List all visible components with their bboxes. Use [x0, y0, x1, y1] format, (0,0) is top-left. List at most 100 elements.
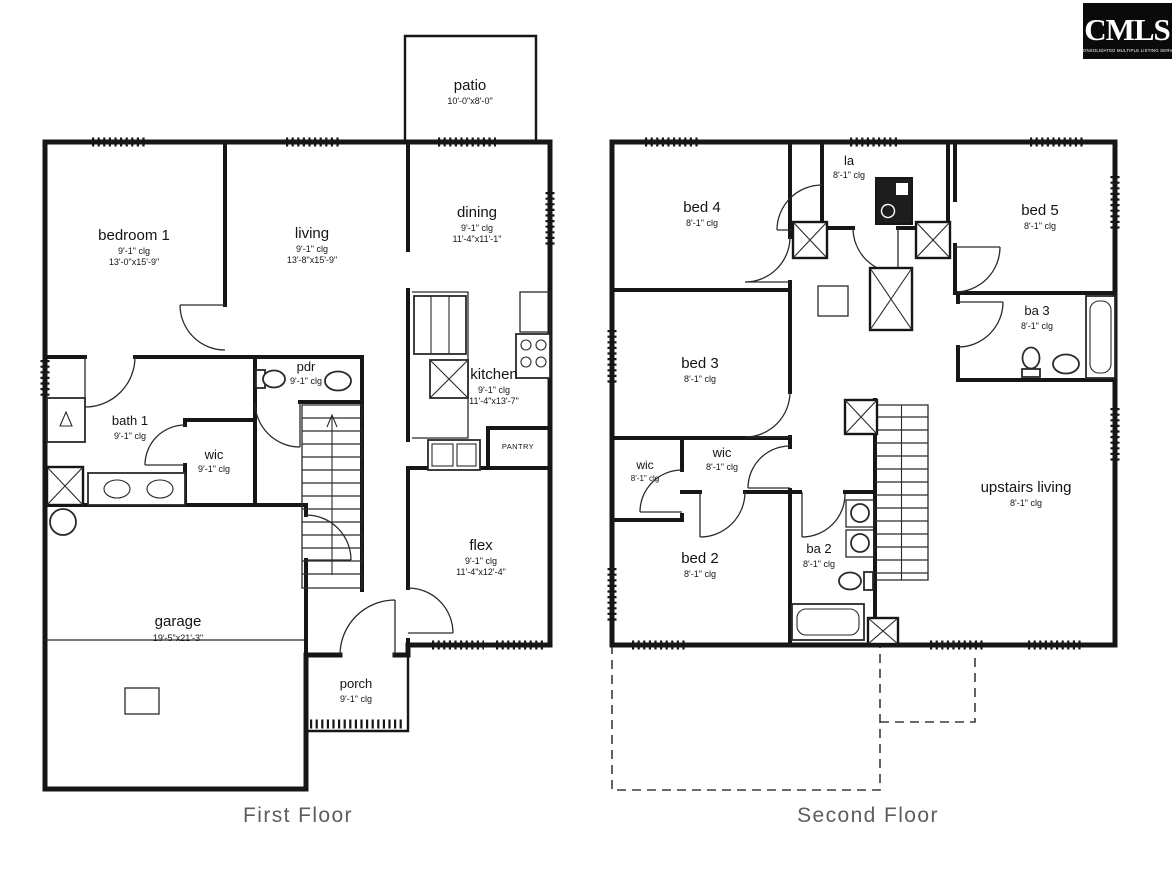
room-clg-porch: 9'-1" clg: [340, 694, 372, 704]
room-dims-living: 13'-8"x15'-9": [287, 255, 337, 265]
porch-outline: [304, 653, 410, 733]
cmls-logo-subtext: CONSOLIDATED MULTIPLE LISTING SERVICE: [1080, 48, 1174, 53]
room-label-bedroom1: bedroom 1: [98, 227, 170, 244]
room-clg-wic: 9'-1" clg: [198, 464, 230, 474]
room-label-flex: flex: [469, 537, 493, 554]
bath-vanity: [87, 472, 186, 506]
room-label-wic-b: wic: [712, 445, 732, 460]
room-clg-ba3: 8'-1" clg: [1021, 321, 1053, 331]
second-floor-plan: la 8'-1" clg bed 4 8'-1" clg bed 5 8'-1"…: [607, 137, 1120, 827]
room-clg-ba2: 8'-1" clg: [803, 559, 835, 569]
room-clg-dining: 9'-1" clg: [461, 223, 493, 233]
bath-fixtures: [45, 369, 352, 536]
room-label-porch: porch: [340, 676, 373, 691]
shower-drain-triangle: [59, 410, 73, 427]
room-dims-flex: 11'-4"x12'-4": [456, 567, 506, 577]
room-label-patio: patio: [454, 77, 487, 94]
washer-window: [896, 183, 908, 195]
ba3-fixtures: [1021, 295, 1116, 379]
room-label-ba3: ba 3: [1024, 303, 1049, 318]
garage-pad: [124, 687, 160, 715]
room-clg-bed4: 8'-1" clg: [686, 218, 718, 228]
ba2-toilet-bowl: [838, 571, 862, 591]
first-floor-stairs: [301, 404, 363, 589]
room-clg-laundry: 8'-1" clg: [833, 170, 865, 180]
room-label-dining: dining: [457, 204, 497, 221]
closet-xbox-left-x: [792, 221, 828, 259]
ba3-sink: [1052, 353, 1080, 375]
storage-xbox-x: [844, 399, 878, 435]
sink-basin-left: [431, 443, 454, 467]
laundry-appliance: [875, 177, 913, 225]
linen-xbox-x: [46, 466, 84, 506]
xboxes: [791, 220, 952, 646]
second-floor-stairs: [875, 404, 929, 581]
burner-1: [520, 339, 532, 351]
floor-title-first: First Floor: [243, 804, 353, 827]
stair-outline: [301, 404, 363, 589]
room-label-bed4: bed 4: [683, 199, 721, 216]
room-clg-wic-b: 8'-1" clg: [706, 462, 738, 472]
room-label-bed3: bed 3: [681, 355, 719, 372]
first-floor-plan: patio 10'-0"x8'-0" bedroom 1 9'-1" clg 1…: [40, 34, 555, 827]
dishwasher-x: [429, 359, 469, 399]
water-heater: [49, 508, 77, 536]
sink-basin-right: [456, 443, 477, 467]
first-floor-perimeter-wall: [42, 139, 553, 792]
room-label-wic: wic: [204, 447, 224, 462]
powder-toilet-bowl: [262, 369, 286, 389]
kitchen-counter-right: [519, 291, 551, 333]
room-label-bed5: bed 5: [1021, 202, 1059, 219]
room-dims-patio: 10'-0"x8'-0": [447, 96, 492, 106]
room-dims-kitchen: 11'-4"x13'-7": [469, 396, 519, 406]
cabinet-dividers: [430, 296, 450, 354]
stair-xbox-x: [867, 617, 899, 645]
room-clg-kitchen: 9'-1" clg: [478, 385, 510, 395]
room-clg-pdr: 9'-1" clg: [290, 376, 322, 386]
vanity-sink-left: [103, 479, 131, 499]
ba2-sink-1: [850, 503, 870, 523]
floor-title-second: Second Floor: [797, 804, 939, 827]
kitchen-sink: [427, 439, 481, 471]
dashed-footprint: [611, 645, 976, 791]
cmls-logo-background: [1083, 3, 1172, 59]
kitchen-fixtures: [412, 291, 551, 471]
room-clg-flex: 9'-1" clg: [465, 556, 497, 566]
patio-outline: [403, 34, 538, 144]
shower: [46, 397, 86, 443]
room-dims-dining: 11'-4"x11'-1": [452, 234, 501, 244]
cmls-logo: CMLS CONSOLIDATED MULTIPLE LISTING SERVI…: [1080, 3, 1174, 59]
refrigerator: [413, 295, 467, 355]
ba2-vanity-2: [845, 529, 875, 558]
room-label-bed2: bed 2: [681, 550, 719, 567]
stove: [515, 333, 551, 379]
vanity-sink-right: [146, 479, 174, 499]
room-clg-bed2: 8'-1" clg: [684, 569, 716, 579]
second-floor-windows: [607, 137, 1120, 650]
ba2-sink-2: [850, 533, 870, 553]
room-label-bath1: bath 1: [112, 413, 148, 428]
room-clg-bed3: 8'-1" clg: [684, 374, 716, 384]
burner-3: [520, 356, 532, 368]
room-label-garage: garage: [155, 613, 202, 630]
cmls-logo-text: CMLS: [1084, 12, 1170, 47]
room-label-living: living: [295, 225, 329, 242]
ba3-tub-inner: [1089, 300, 1112, 374]
room-label-pdr: pdr: [297, 359, 316, 374]
closet-xbox-right-x: [915, 221, 951, 259]
ba3-tub: [1085, 295, 1116, 379]
ba3-toilet-tank: [1021, 368, 1041, 378]
first-floor-door-arcs: [84, 304, 454, 656]
room-clg-living: 9'-1" clg: [296, 244, 328, 254]
ba2-vanity-1: [845, 499, 875, 528]
hall-niche: [817, 285, 849, 317]
room-clg-wic-a: 8'-1" clg: [631, 474, 659, 483]
room-clg-bed5: 8'-1" clg: [1024, 221, 1056, 231]
room-label-kitchen: kitchen: [470, 366, 518, 383]
room-clg-upstairs-living: 8'-1" clg: [1010, 498, 1042, 508]
ba2-fixtures: [791, 499, 875, 641]
room-clg-bath1: 9'-1" clg: [114, 431, 146, 441]
ba3-toilet-bowl: [1021, 346, 1041, 370]
